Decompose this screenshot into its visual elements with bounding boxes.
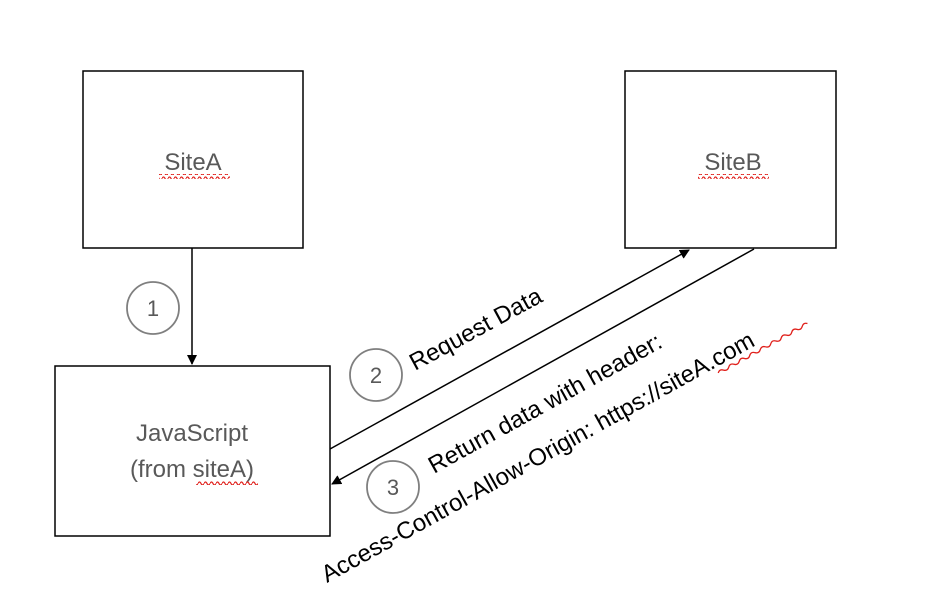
step-2-label: Request Data bbox=[405, 282, 547, 376]
spellcheck-underline bbox=[159, 174, 230, 179]
spellcheck-underline bbox=[717, 322, 808, 374]
siteB-box: SiteB bbox=[624, 70, 837, 249]
spellcheck-underline bbox=[196, 481, 258, 486]
arrow-step-3 bbox=[331, 248, 755, 485]
javascript-origin-label: (from siteA) bbox=[130, 456, 254, 483]
javascript-box: JavaScript (from siteA) bbox=[54, 365, 331, 537]
step-1-number: 1 bbox=[147, 296, 159, 321]
siteA-label: SiteA bbox=[164, 149, 221, 176]
step-3-badge: 3 bbox=[366, 460, 420, 514]
javascript-label: JavaScript bbox=[136, 420, 248, 447]
step-1-badge: 1 bbox=[126, 281, 180, 335]
step-2-number: 2 bbox=[370, 363, 382, 388]
step-2-badge: 2 bbox=[349, 348, 403, 402]
step-3-number: 3 bbox=[387, 475, 399, 500]
arrow-step-2 bbox=[329, 249, 690, 450]
spellcheck-underline bbox=[698, 174, 769, 179]
siteA-box: SiteA bbox=[82, 70, 304, 249]
siteB-label: SiteB bbox=[704, 149, 761, 176]
